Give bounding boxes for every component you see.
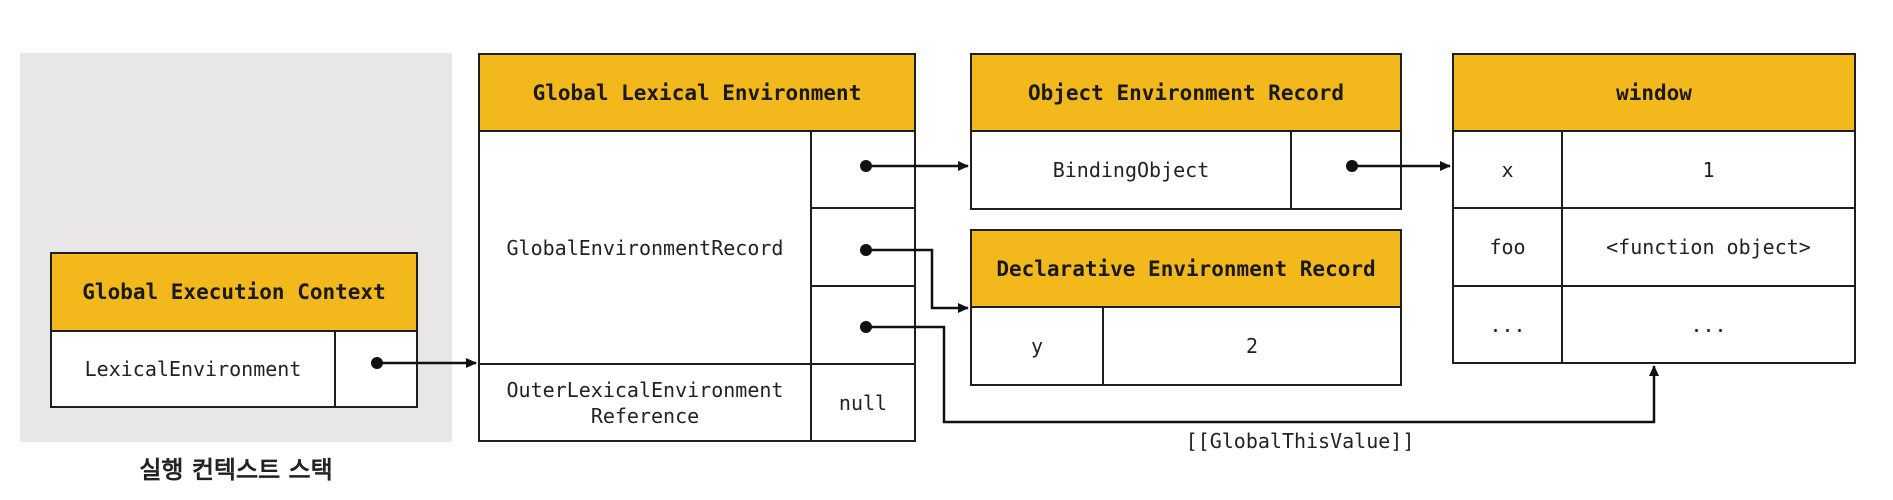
stack-caption: 실행 컨텍스트 스택 [139,456,333,484]
pointer-dot [371,357,383,369]
arrow-global-this-value [866,325,1659,424]
declarative-binding-key: y [970,306,1104,386]
binding-object-pointer-cell [1290,130,1402,210]
pointer-dot [860,244,872,256]
global-this-value-label: [[GlobalThisValue]] [1185,429,1415,453]
lexical-environment-pointer-cell [334,330,418,408]
window-row-value: <function object> [1561,207,1856,287]
arrow-declarative-environment-record [866,248,969,313]
declarative-environment-record-header: Declarative Environment Record [970,229,1402,308]
outer-reference-line1: OuterLexicalEnvironment [506,377,784,402]
window-row-key: ... [1452,285,1563,364]
window-row-value: ... [1561,285,1856,364]
pointer-dot [860,160,872,172]
object-environment-record-header: Object Environment Record [970,53,1402,132]
global-environment-record-label: GlobalEnvironmentRecord [478,130,812,365]
pointer-dot [860,321,872,333]
lexical-environment-slot: LexicalEnvironment [50,330,336,408]
binding-object-label: BindingObject [970,130,1292,210]
outer-reference-line2: Reference [590,403,700,428]
declarative-binding-value: 2 [1102,306,1402,386]
pointer-dot [1346,160,1358,172]
outer-reference-value: null [810,363,916,442]
outer-lexical-environment-reference-label: OuterLexicalEnvironment Reference [478,363,812,442]
